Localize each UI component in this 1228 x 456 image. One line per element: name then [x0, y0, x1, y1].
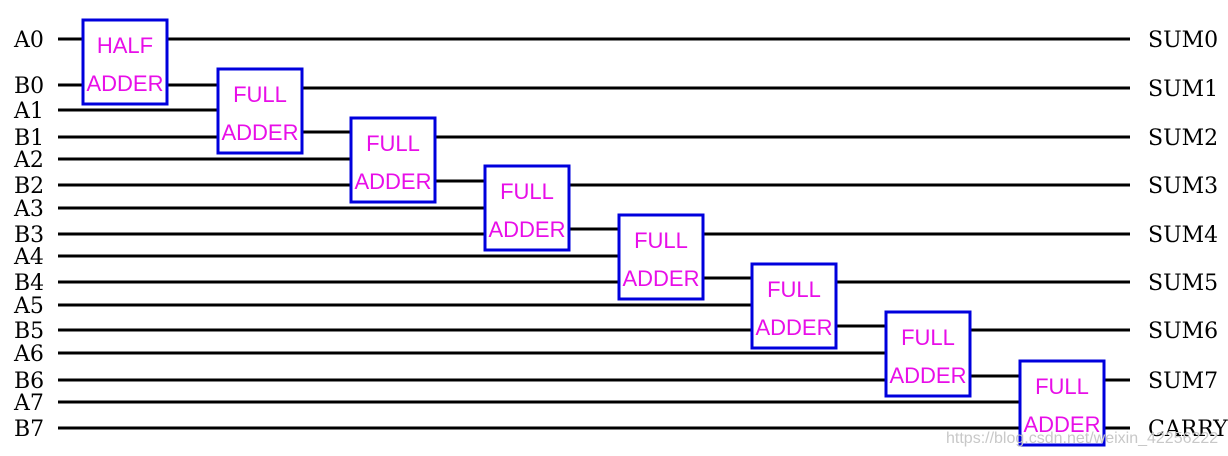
wires: [58, 37, 1130, 430]
adder-label-line2: ADDER: [488, 217, 565, 242]
input-label-b5: B5: [14, 319, 44, 344]
output-label-carry: CARRY: [1148, 417, 1228, 442]
full-adder-block-4: FULL ADDER: [617, 213, 705, 301]
adder-label-line1: FULL: [901, 325, 955, 350]
input-label-a2: A2: [13, 148, 44, 173]
adder-label-line2: ADDER: [622, 266, 699, 291]
adder-label-line1: FULL: [233, 82, 287, 107]
full-adder-block-1: FULL ADDER: [216, 67, 304, 155]
output-label-sum1: SUM1: [1148, 77, 1218, 102]
adder-box: [617, 213, 705, 301]
input-label-a3: A3: [13, 197, 44, 222]
input-label-b1: B1: [14, 126, 44, 151]
full-adder-block-5: FULL ADDER: [750, 262, 838, 350]
adder-box: [750, 262, 838, 350]
input-label-b6: B6: [14, 369, 44, 394]
full-adder-block-3: FULL ADDER: [483, 164, 571, 252]
input-label-b3: B3: [14, 223, 44, 248]
adder-label-line1: FULL: [366, 131, 420, 156]
adder-box: [1018, 359, 1106, 447]
output-label-sum5: SUM5: [1148, 271, 1218, 296]
input-label-a6: A6: [13, 342, 44, 367]
output-label-sum7: SUM7: [1148, 369, 1218, 394]
adder-label-line1: FULL: [1035, 374, 1089, 399]
adder-label-line2: ADDER: [221, 120, 298, 145]
adder-label-line1: FULL: [767, 277, 821, 302]
adder-label-line2: ADDER: [889, 363, 966, 388]
adder-box: [81, 18, 169, 106]
full-adder-block-7: FULL ADDER: [1018, 359, 1106, 447]
adder-box: [216, 67, 304, 155]
input-label-a7: A7: [13, 391, 44, 416]
adder-label-line1: FULL: [634, 228, 688, 253]
watermark: https://blog.csdn.net/weixin_42256222: [946, 430, 1219, 447]
input-label-b2: B2: [14, 174, 44, 199]
input-label-a5: A5: [13, 294, 44, 319]
input-label-b4: B4: [14, 271, 44, 296]
adder-label-line2: ADDER: [86, 71, 163, 96]
adder-label-line2: ADDER: [1023, 412, 1100, 437]
output-label-sum3: SUM3: [1148, 174, 1218, 199]
adder-label-line2: ADDER: [755, 315, 832, 340]
adder-box: [483, 164, 571, 252]
adder-box: [884, 310, 972, 398]
full-adder-block-6: FULL ADDER: [884, 310, 972, 398]
output-label-sum0: SUM0: [1148, 28, 1218, 53]
input-label-a0: A0: [13, 28, 44, 53]
adder-label-line1: HALF: [97, 33, 153, 58]
adder-label-line2: ADDER: [354, 169, 431, 194]
output-label-sum4: SUM4: [1148, 223, 1218, 248]
input-label-b0: B0: [14, 74, 44, 99]
input-label-a4: A4: [13, 245, 44, 270]
full-adder-block-2: FULL ADDER: [349, 116, 437, 204]
input-label-b7: B7: [14, 417, 44, 442]
half-adder-block: HALF ADDER: [81, 18, 169, 106]
adder-box: [349, 116, 437, 204]
input-label-a1: A1: [13, 99, 44, 124]
output-label-sum2: SUM2: [1148, 126, 1218, 151]
output-label-sum6: SUM6: [1148, 319, 1218, 344]
adder-label-line1: FULL: [500, 179, 554, 204]
